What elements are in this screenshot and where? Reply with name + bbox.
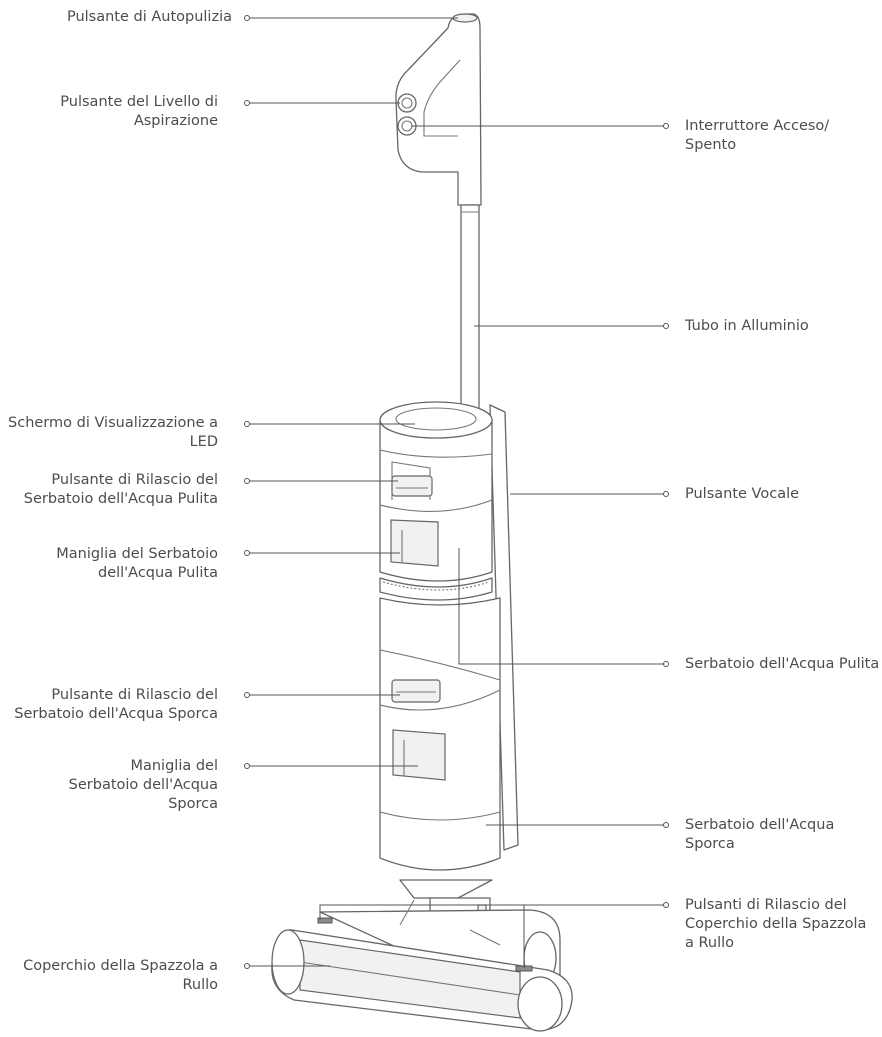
label-led-display: Schermo di Visualizzazione a LED xyxy=(8,415,218,450)
label-dirty-tank-handle: Maniglia del Serbatoio dell'Acqua Sporca xyxy=(68,758,218,812)
floor-head xyxy=(271,899,573,1032)
dirty-tank-body xyxy=(379,597,501,871)
coupling-ring xyxy=(379,577,493,601)
aluminum-tube-shape xyxy=(460,204,480,411)
clean-tank-handle-shape xyxy=(390,519,439,567)
suction-level-button-shape xyxy=(397,93,417,113)
label-voice-button: Pulsante Vocale xyxy=(685,486,800,502)
dirty-tank-handle-shape xyxy=(392,729,446,781)
label-suction-level-button: Pulsante del Livello di Aspirazione xyxy=(60,94,218,129)
handle xyxy=(395,13,482,206)
label-roller-brush-cover: Coperchio della Spazzola a Rullo xyxy=(23,958,218,993)
dirty-tank-release-button-shape xyxy=(391,679,441,703)
leader-lines-right xyxy=(319,123,669,968)
roller-release-button-left xyxy=(317,917,333,924)
label-power-switch: Interruttore Acceso/ Spento xyxy=(685,118,830,153)
label-clean-tank-handle: Maniglia del Serbatoio dell'Acqua Pulita xyxy=(56,546,218,581)
label-dirty-tank-release-button: Pulsante di Rilascio del Serbatoio dell'… xyxy=(14,687,218,722)
leader-lines-left xyxy=(244,15,458,969)
label-roller-cover-release-buttons: Pulsanti di Rilascio del Coperchio della… xyxy=(685,897,867,951)
clean-tank-body xyxy=(379,401,493,582)
label-dirty-water-tank: Serbatoio dell'Acqua Sporca xyxy=(685,817,835,852)
label-self-clean-button: Pulsante di Autopulizia xyxy=(66,9,232,25)
label-clean-tank-release-button: Pulsante di Rilascio del Serbatoio dell'… xyxy=(23,472,218,507)
label-clean-water-tank: Serbatoio dell'Acqua Pulita xyxy=(685,656,880,672)
label-aluminum-tube: Tubo in Alluminio xyxy=(685,318,809,334)
clean-tank-release-button-shape xyxy=(391,475,433,497)
